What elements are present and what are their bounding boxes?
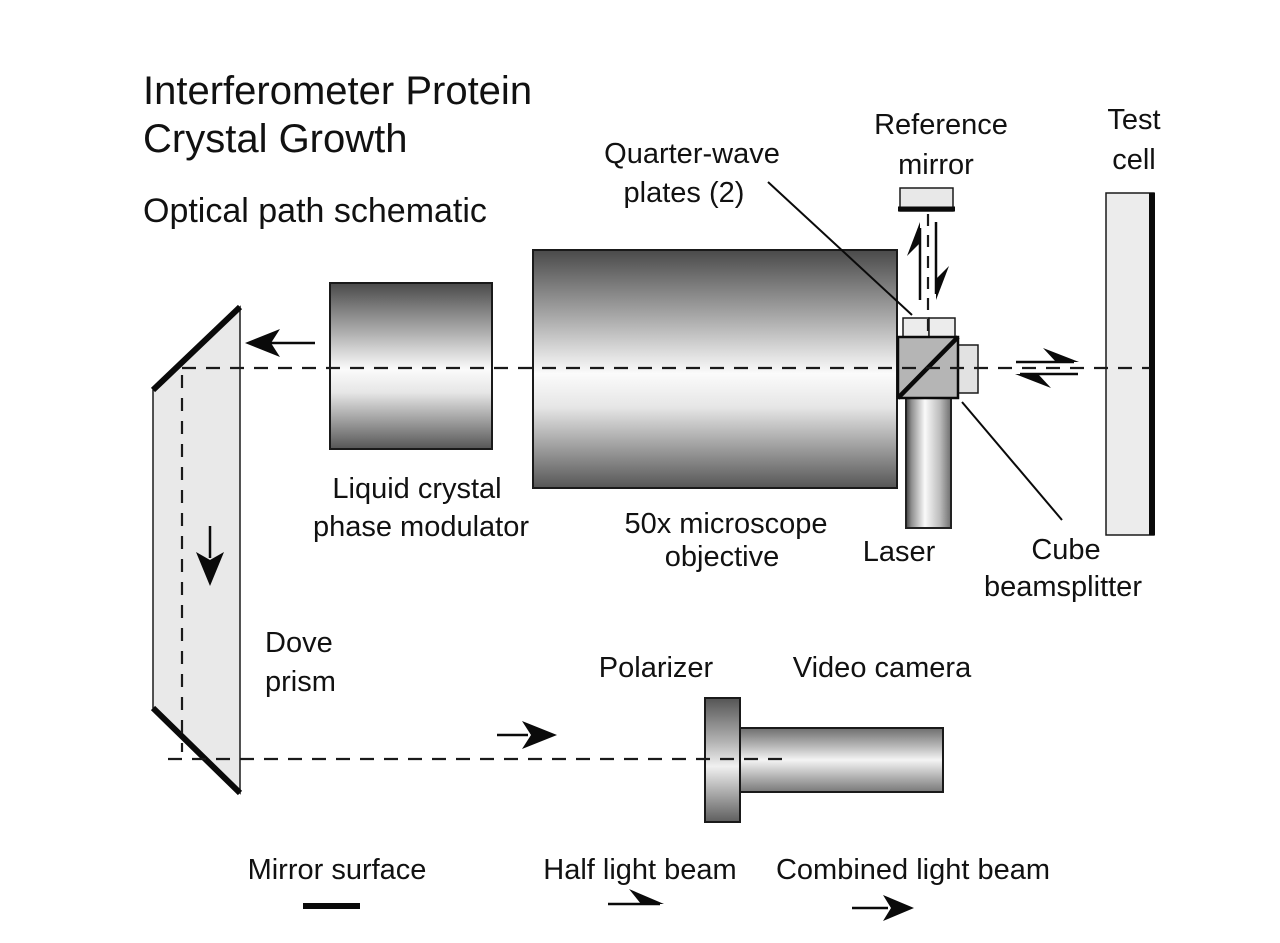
cube-beamsplitter-pointer-line xyxy=(961,401,1063,521)
legend-half-light-beam-label: Half light beam xyxy=(543,854,736,886)
reference-mirror-label-line2: mirror xyxy=(898,149,974,181)
page-title-line1: Interferometer Protein xyxy=(143,69,532,113)
polarizer-label: Polarizer xyxy=(599,652,714,684)
microscope-objective-label-line1: 50x microscope xyxy=(624,508,827,540)
legend-combined-light-beam-label: Combined light beam xyxy=(776,854,1050,886)
half-beam-up-arrow xyxy=(907,222,922,300)
quarter-wave-plate-top-right-shape xyxy=(928,317,956,338)
video-camera-label: Video camera xyxy=(793,652,972,684)
quarter-wave-plate-top-left-shape xyxy=(902,317,930,338)
legend-combined-light-beam-sample xyxy=(852,895,914,921)
liquid-crystal-label-line2: phase modulator xyxy=(313,511,529,543)
quarter-wave-plates-pointer-line xyxy=(767,181,913,316)
test-cell-label-line1: Test xyxy=(1107,104,1160,136)
combined-beam-right-arrow xyxy=(497,721,557,749)
dove-prism-label-line1: Dove xyxy=(265,627,333,659)
combined-beam-left-arrow xyxy=(245,329,315,357)
legend-mirror-surface-label: Mirror surface xyxy=(248,854,427,886)
half-beam-down-arrow xyxy=(934,222,949,300)
combined-beam-down-arrow xyxy=(196,526,224,586)
test-cell-label-line2: cell xyxy=(1112,144,1156,176)
dove-prism-bottom-mirror-surface xyxy=(150,705,243,796)
laser-shape xyxy=(905,396,952,529)
half-beam-right-arrow xyxy=(1016,348,1079,364)
reference-mirror-label-line1: Reference xyxy=(874,109,1008,141)
microscope-objective-label-line2: objective xyxy=(665,541,779,573)
liquid-crystal-phase-modulator-shape xyxy=(329,282,493,450)
page-title-line2: Crystal Growth xyxy=(143,117,408,161)
half-beam-left-arrow xyxy=(1015,372,1078,388)
cube-beamsplitter-label-line1: Cube xyxy=(1031,534,1100,566)
quarter-wave-plates-label-line2: plates (2) xyxy=(624,177,745,209)
test-cell-shape xyxy=(1105,192,1155,536)
cube-beamsplitter-label-line2: beamsplitter xyxy=(984,571,1142,603)
laser-label: Laser xyxy=(863,536,936,568)
dove-prism-label-line2: prism xyxy=(265,666,336,698)
dove-prism-top-mirror-surface xyxy=(150,304,243,393)
liquid-crystal-label-line1: Liquid crystal xyxy=(332,473,501,505)
legend-half-light-beam-sample xyxy=(608,889,664,906)
quarter-wave-plates-label-line1: Quarter-wave xyxy=(604,138,780,170)
page-subtitle: Optical path schematic xyxy=(143,192,487,230)
